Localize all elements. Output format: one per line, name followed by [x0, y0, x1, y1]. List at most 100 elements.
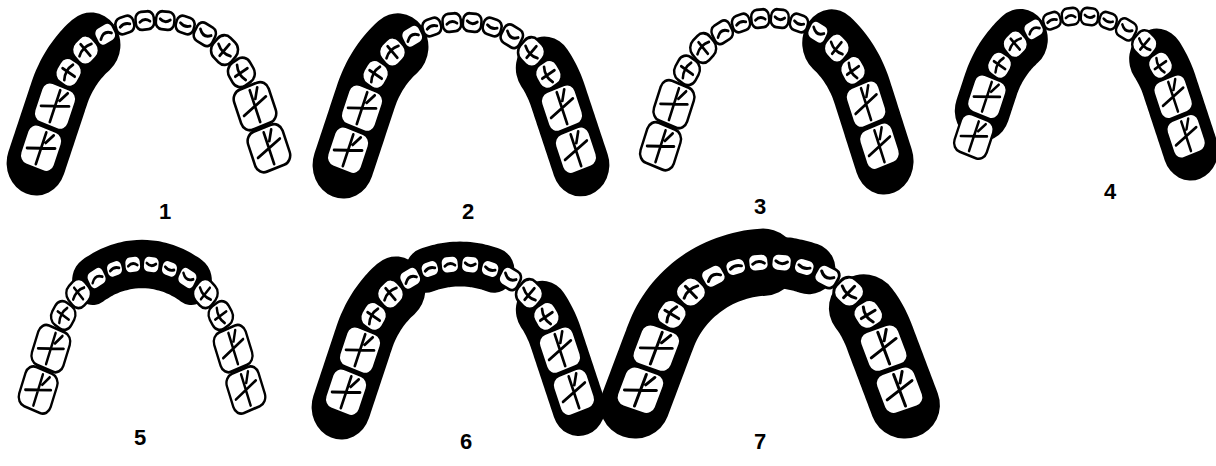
occlusal-groove	[365, 63, 386, 87]
occlusal-groove	[342, 329, 377, 371]
occlusal-groove	[211, 304, 230, 327]
tooth	[857, 119, 903, 173]
occlusal-groove	[862, 125, 896, 167]
occlusal-groove	[251, 127, 286, 169]
occlusal-groove	[199, 29, 211, 38]
tooth	[322, 365, 370, 419]
occlusal-groove	[231, 61, 252, 85]
occlusal-groove	[404, 274, 416, 283]
occlusal-groove	[755, 17, 765, 20]
occlusal-groove	[120, 22, 130, 27]
occlusal-groove	[521, 40, 543, 64]
figure-number: 4	[1104, 181, 1116, 203]
occlusal-groove	[99, 30, 111, 39]
occlusal-groove	[467, 21, 477, 24]
tooth	[770, 9, 789, 29]
figure-number: 6	[460, 431, 472, 453]
occlusal-groove	[620, 369, 660, 411]
occlusal-groove	[425, 266, 435, 271]
occlusal-groove	[717, 28, 729, 37]
occlusal-groove	[1151, 54, 1170, 76]
tooth-crown	[224, 364, 268, 417]
occlusal-groove	[180, 23, 190, 28]
tooth-crown	[770, 9, 789, 29]
occlusal-groove	[35, 328, 67, 369]
occlusal-groove	[1047, 18, 1056, 23]
dental-arch	[324, 13, 600, 177]
tooth-crown	[17, 121, 65, 175]
occlusal-groove	[69, 282, 89, 305]
occlusal-groove	[707, 272, 721, 281]
tooth	[16, 364, 60, 417]
occlusal-groove	[160, 19, 170, 22]
occlusal-groove	[363, 305, 384, 329]
tooth-crown	[952, 111, 996, 161]
tooth-crown	[552, 123, 600, 177]
dental-arch	[322, 255, 598, 419]
occlusal-groove	[519, 282, 541, 306]
occlusal-groove	[856, 303, 880, 327]
occlusal-groove	[812, 27, 824, 36]
tooth	[440, 255, 460, 275]
tooth	[751, 9, 770, 29]
occlusal-groove	[837, 280, 862, 304]
occlusal-groove	[736, 20, 746, 25]
occlusal-groove	[1170, 117, 1203, 156]
occlusal-groove	[110, 266, 119, 271]
occlusal-groove	[538, 63, 559, 87]
tooth	[245, 121, 293, 175]
tooth-crown	[245, 121, 293, 175]
occlusal-groove	[693, 36, 714, 60]
occlusal-groove	[1085, 15, 1095, 18]
tooth-crown	[460, 255, 480, 275]
occlusal-groove	[506, 31, 518, 40]
occlusal-groove	[957, 117, 990, 156]
occlusal-groove	[382, 40, 404, 64]
occlusal-groove	[140, 19, 150, 22]
dental-arch	[613, 253, 926, 417]
occlusal-groove	[23, 127, 58, 169]
occlusal-groove	[1103, 19, 1112, 24]
tooth	[324, 123, 372, 177]
occlusal-groove	[636, 327, 676, 369]
occlusal-groove	[465, 263, 475, 266]
figure-number: 1	[159, 201, 171, 223]
occlusal-groove	[826, 36, 847, 60]
occlusal-groove	[1121, 24, 1132, 33]
occlusal-groove	[644, 125, 678, 167]
occlusal-groove	[217, 328, 249, 369]
tooth	[135, 11, 155, 31]
occlusal-groove	[128, 263, 137, 266]
tooth-crown	[747, 253, 770, 273]
dental-arch	[17, 11, 293, 175]
occlusal-groove	[544, 87, 579, 129]
occlusal-groove	[776, 261, 788, 264]
tooth-crown	[142, 255, 160, 274]
tooth	[1080, 7, 1099, 26]
tooth	[1164, 111, 1208, 161]
occlusal-groove	[447, 21, 457, 24]
occlusal-groove	[485, 267, 495, 272]
occlusal-groove	[1028, 25, 1039, 34]
figure-number: 5	[134, 427, 146, 449]
occlusal-groove	[730, 264, 742, 269]
tooth-crown	[442, 13, 462, 33]
tooth	[872, 363, 926, 417]
tooth	[460, 255, 480, 275]
tooth	[155, 11, 175, 31]
occlusal-groove	[230, 370, 262, 411]
occlusal-groove	[330, 129, 365, 171]
occlusal-groove	[165, 267, 174, 272]
tooth-crown	[1164, 111, 1208, 161]
occlusal-groove	[536, 305, 557, 329]
tooth-crown	[550, 365, 598, 419]
occlusal-groove	[1066, 15, 1076, 18]
occlusal-groove	[660, 303, 684, 327]
tooth	[952, 111, 996, 161]
occlusal-groove	[820, 271, 834, 280]
occlusal-groove	[214, 38, 236, 62]
occlusal-groove	[196, 282, 216, 305]
occlusal-groove	[182, 273, 193, 282]
occlusal-groove	[677, 59, 697, 83]
tooth	[1061, 7, 1080, 26]
